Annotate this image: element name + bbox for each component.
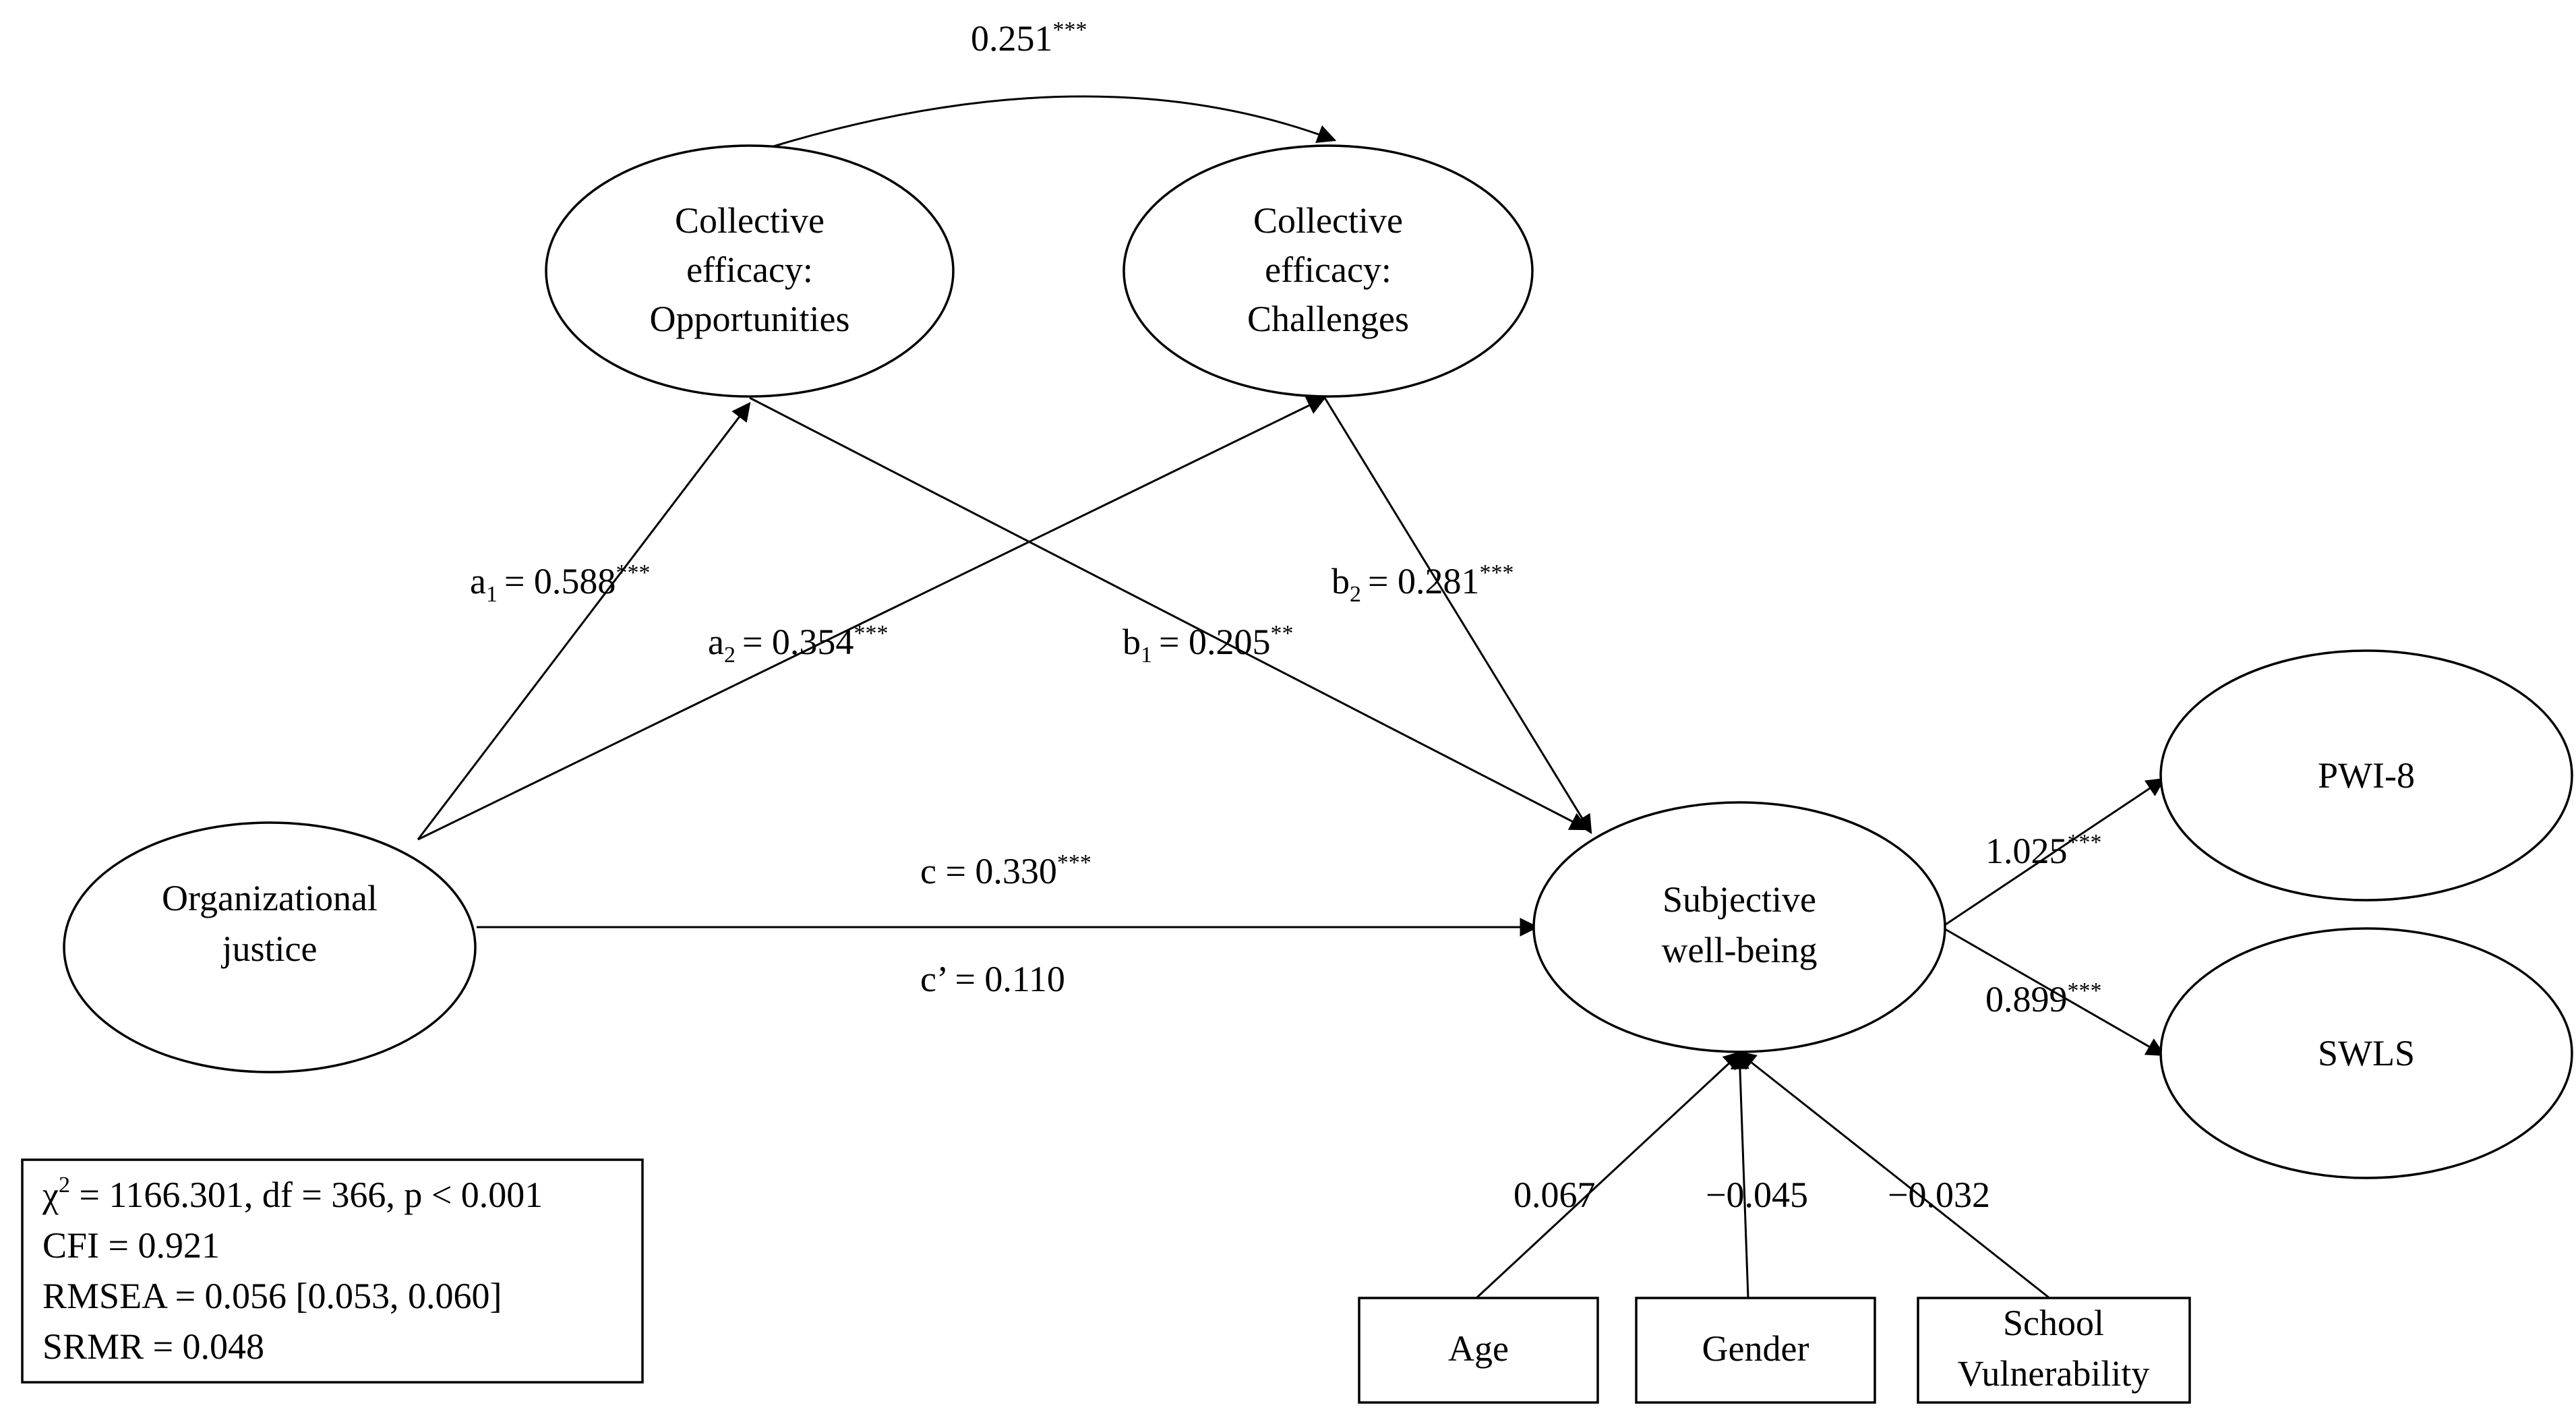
label-a1: a1= 0.588*** (470, 560, 650, 607)
node-label-line: Age (1448, 1328, 1509, 1369)
node-label-line: Gender (1702, 1328, 1809, 1369)
label-a2: a2= 0.354*** (708, 621, 888, 668)
node-age: Age (1358, 1297, 1599, 1404)
label-swls-loading: 0.899*** (1985, 978, 2102, 1020)
path-a1-arrow (417, 402, 751, 840)
label-pwi8-loading: 1.025*** (1985, 830, 2102, 871)
node-label-line: School (2003, 1303, 2104, 1343)
fit-rmsea: RMSEA = 0.056 [0.053, 0.060] (42, 1276, 502, 1316)
covariance-arc (736, 95, 1337, 167)
node-swls: SWLS (2159, 927, 2573, 1179)
node-label-line: Subjective (1663, 879, 1816, 920)
fit-chi-square: χ2 = 1166.301, df = 366, p < 0.001 (42, 1173, 543, 1215)
label-gender-effect: −0.045 (1706, 1175, 1808, 1215)
node-label-line: efficacy: (686, 249, 813, 290)
swls-loading-arrow (1941, 926, 2166, 1057)
node-label-line: justice (221, 928, 318, 969)
node-collective-efficacy-opportunities: Collective efficacy: Opportunities (545, 144, 955, 398)
node-label-line: efficacy: (1265, 249, 1391, 290)
path-a2-arrow (417, 396, 1327, 841)
node-organizational-justice: Organizational justice (63, 821, 477, 1073)
node-label-line: PWI-8 (2318, 755, 2415, 796)
node-label-line: Collective (1253, 200, 1403, 241)
label-b2: b2= 0.281*** (1331, 560, 1514, 607)
label-school-effect: −0.032 (1888, 1175, 1990, 1215)
gender-arrow (1730, 1050, 1749, 1299)
label-c-prime: c’ = 0.110 (920, 959, 1065, 999)
age-arrow (1475, 1051, 1743, 1299)
path-b1-arrow (749, 396, 1590, 831)
label-covariance: 0.251*** (971, 18, 1087, 59)
path-b2-arrow (1323, 397, 1592, 834)
fit-cfi: CFI = 0.921 (42, 1225, 220, 1266)
node-label-line: well-being (1662, 930, 1818, 970)
pwi8-loading-arrow (1941, 777, 2165, 928)
node-label-line: Opportunities (650, 299, 850, 339)
node-label-line: SWLS (2318, 1033, 2415, 1073)
school-arrow (1737, 1051, 2050, 1299)
node-subjective-well-being: Subjective well-being (1532, 801, 1946, 1053)
node-label-line: Collective (675, 200, 825, 241)
label-c: c = 0.330*** (920, 850, 1091, 891)
node-label-line: Challenges (1247, 299, 1409, 339)
node-collective-efficacy-challenges: Collective efficacy: Challenges (1122, 144, 1534, 398)
node-gender: Gender (1635, 1297, 1876, 1404)
label-b1: b1= 0.205** (1122, 621, 1293, 668)
fit-statistics-box: χ2 = 1166.301, df = 366, p < 0.001 CFI =… (21, 1158, 644, 1384)
node-school-vulnerability: School Vulnerability (1917, 1297, 2191, 1404)
node-pwi8: PWI-8 (2159, 649, 2573, 902)
label-age-effect: 0.067 (1514, 1175, 1596, 1215)
fit-srmr: SRMR = 0.048 (42, 1326, 264, 1367)
node-label-line: Vulnerability (1958, 1353, 2150, 1394)
node-label-line: Organizational (162, 878, 378, 918)
